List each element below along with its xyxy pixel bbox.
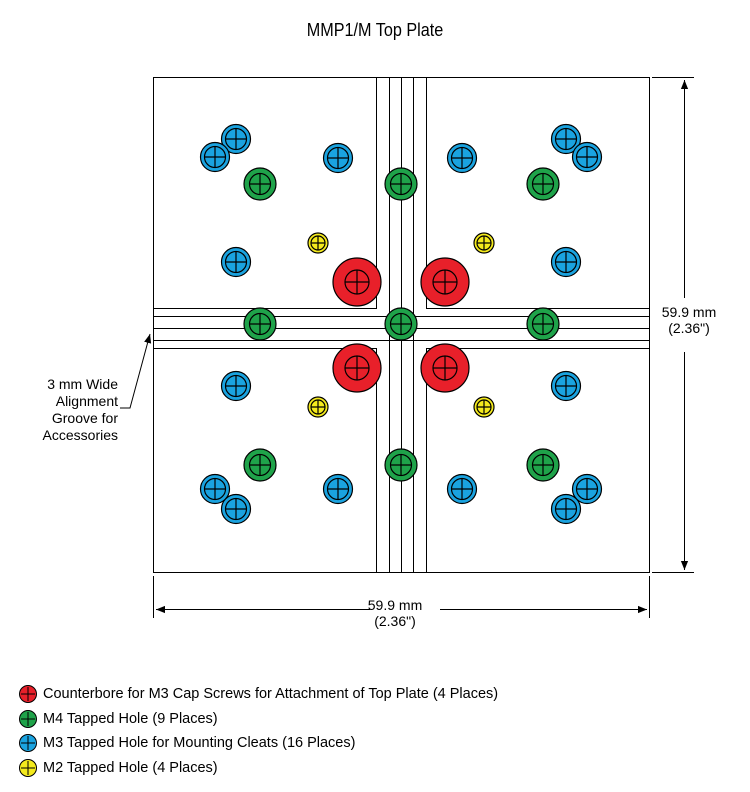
m3-tapped-hole-icon [550,370,582,402]
blue-crosshair-circle-icon [19,734,37,753]
height-imperial: (2.36") [668,320,710,336]
m3-tapped-hole-icon [446,473,478,505]
m3-tapped-hole-icon [322,473,354,505]
m3-tapped-hole-icon [550,123,582,155]
green-crosshair-circle-icon [19,709,37,728]
callout-leader [120,333,152,409]
m4-tapped-hole-icon [243,307,277,341]
callout-line: Groove for [51,410,118,426]
m3-tapped-hole-icon [550,246,582,278]
m3-tapped-hole-icon [220,123,252,155]
yellow-crosshair-circle-icon [19,758,37,777]
counterbore-hole-icon [332,257,382,307]
m4-tapped-hole-icon [384,167,418,201]
legend-label: M4 Tapped Hole (9 Places) [43,710,218,727]
legend-label: M3 Tapped Hole for Mounting Cleats (16 P… [43,735,356,752]
callout-line: Alignment [55,393,118,409]
legend-item: Counterbore for M3 Cap Screws for Attach… [18,682,498,707]
legend-label: M2 Tapped Hole (4 Places) [43,759,218,776]
m4-tapped-hole-icon [526,167,560,201]
m3-tapped-hole-icon [322,142,354,174]
groove-callout: 3 mm Wide Alignment Groove for Accessori… [6,376,118,444]
legend-label: Counterbore for M3 Cap Screws for Attach… [43,686,499,703]
legend-item: M4 Tapped Hole (9 Places) [18,707,498,732]
red-crosshair-circle-icon [19,685,37,704]
counterbore-hole-icon [420,343,470,393]
callout-line: 3 mm Wide [47,376,118,392]
m4-tapped-hole-icon [243,167,277,201]
m3-tapped-hole-icon [220,246,252,278]
m4-tapped-hole-icon [526,448,560,482]
legend-item: M2 Tapped Hole (4 Places) [18,756,498,781]
width-dimension [153,576,650,618]
m3-tapped-hole-icon [220,493,252,525]
width-metric: 59.9 mm [367,597,423,613]
m3-tapped-hole-icon [571,141,603,173]
m2-tapped-hole-icon [473,232,495,254]
counterbore-hole-icon [420,257,470,307]
m4-tapped-hole-icon [384,307,418,341]
m4-tapped-hole-icon [384,448,418,482]
m3-tapped-hole-icon [199,141,231,173]
m2-tapped-hole-icon [473,396,495,418]
m3-tapped-hole-icon [550,493,582,525]
height-dimension [652,77,694,573]
diagram-title: MMP1/M Top Plate [306,20,444,40]
legend-item: M3 Tapped Hole for Mounting Cleats (16 P… [18,731,498,756]
m3-tapped-hole-icon [199,473,231,505]
m2-tapped-hole-icon [307,396,329,418]
m4-tapped-hole-icon [243,448,277,482]
m4-tapped-hole-icon [526,307,560,341]
m3-tapped-hole-icon [446,142,478,174]
m3-tapped-hole-icon [571,473,603,505]
height-dimension-label: 59.9 mm (2.36") [654,304,724,336]
legend: Counterbore for M3 Cap Screws for Attach… [18,682,498,780]
callout-line: Accessories [42,427,118,443]
width-dimension-label: 59.9 mm (2.36") [340,597,450,629]
width-imperial: (2.36") [374,613,416,629]
m2-tapped-hole-icon [307,232,329,254]
m3-tapped-hole-icon [220,370,252,402]
height-metric: 59.9 mm [661,304,717,320]
counterbore-hole-icon [332,343,382,393]
